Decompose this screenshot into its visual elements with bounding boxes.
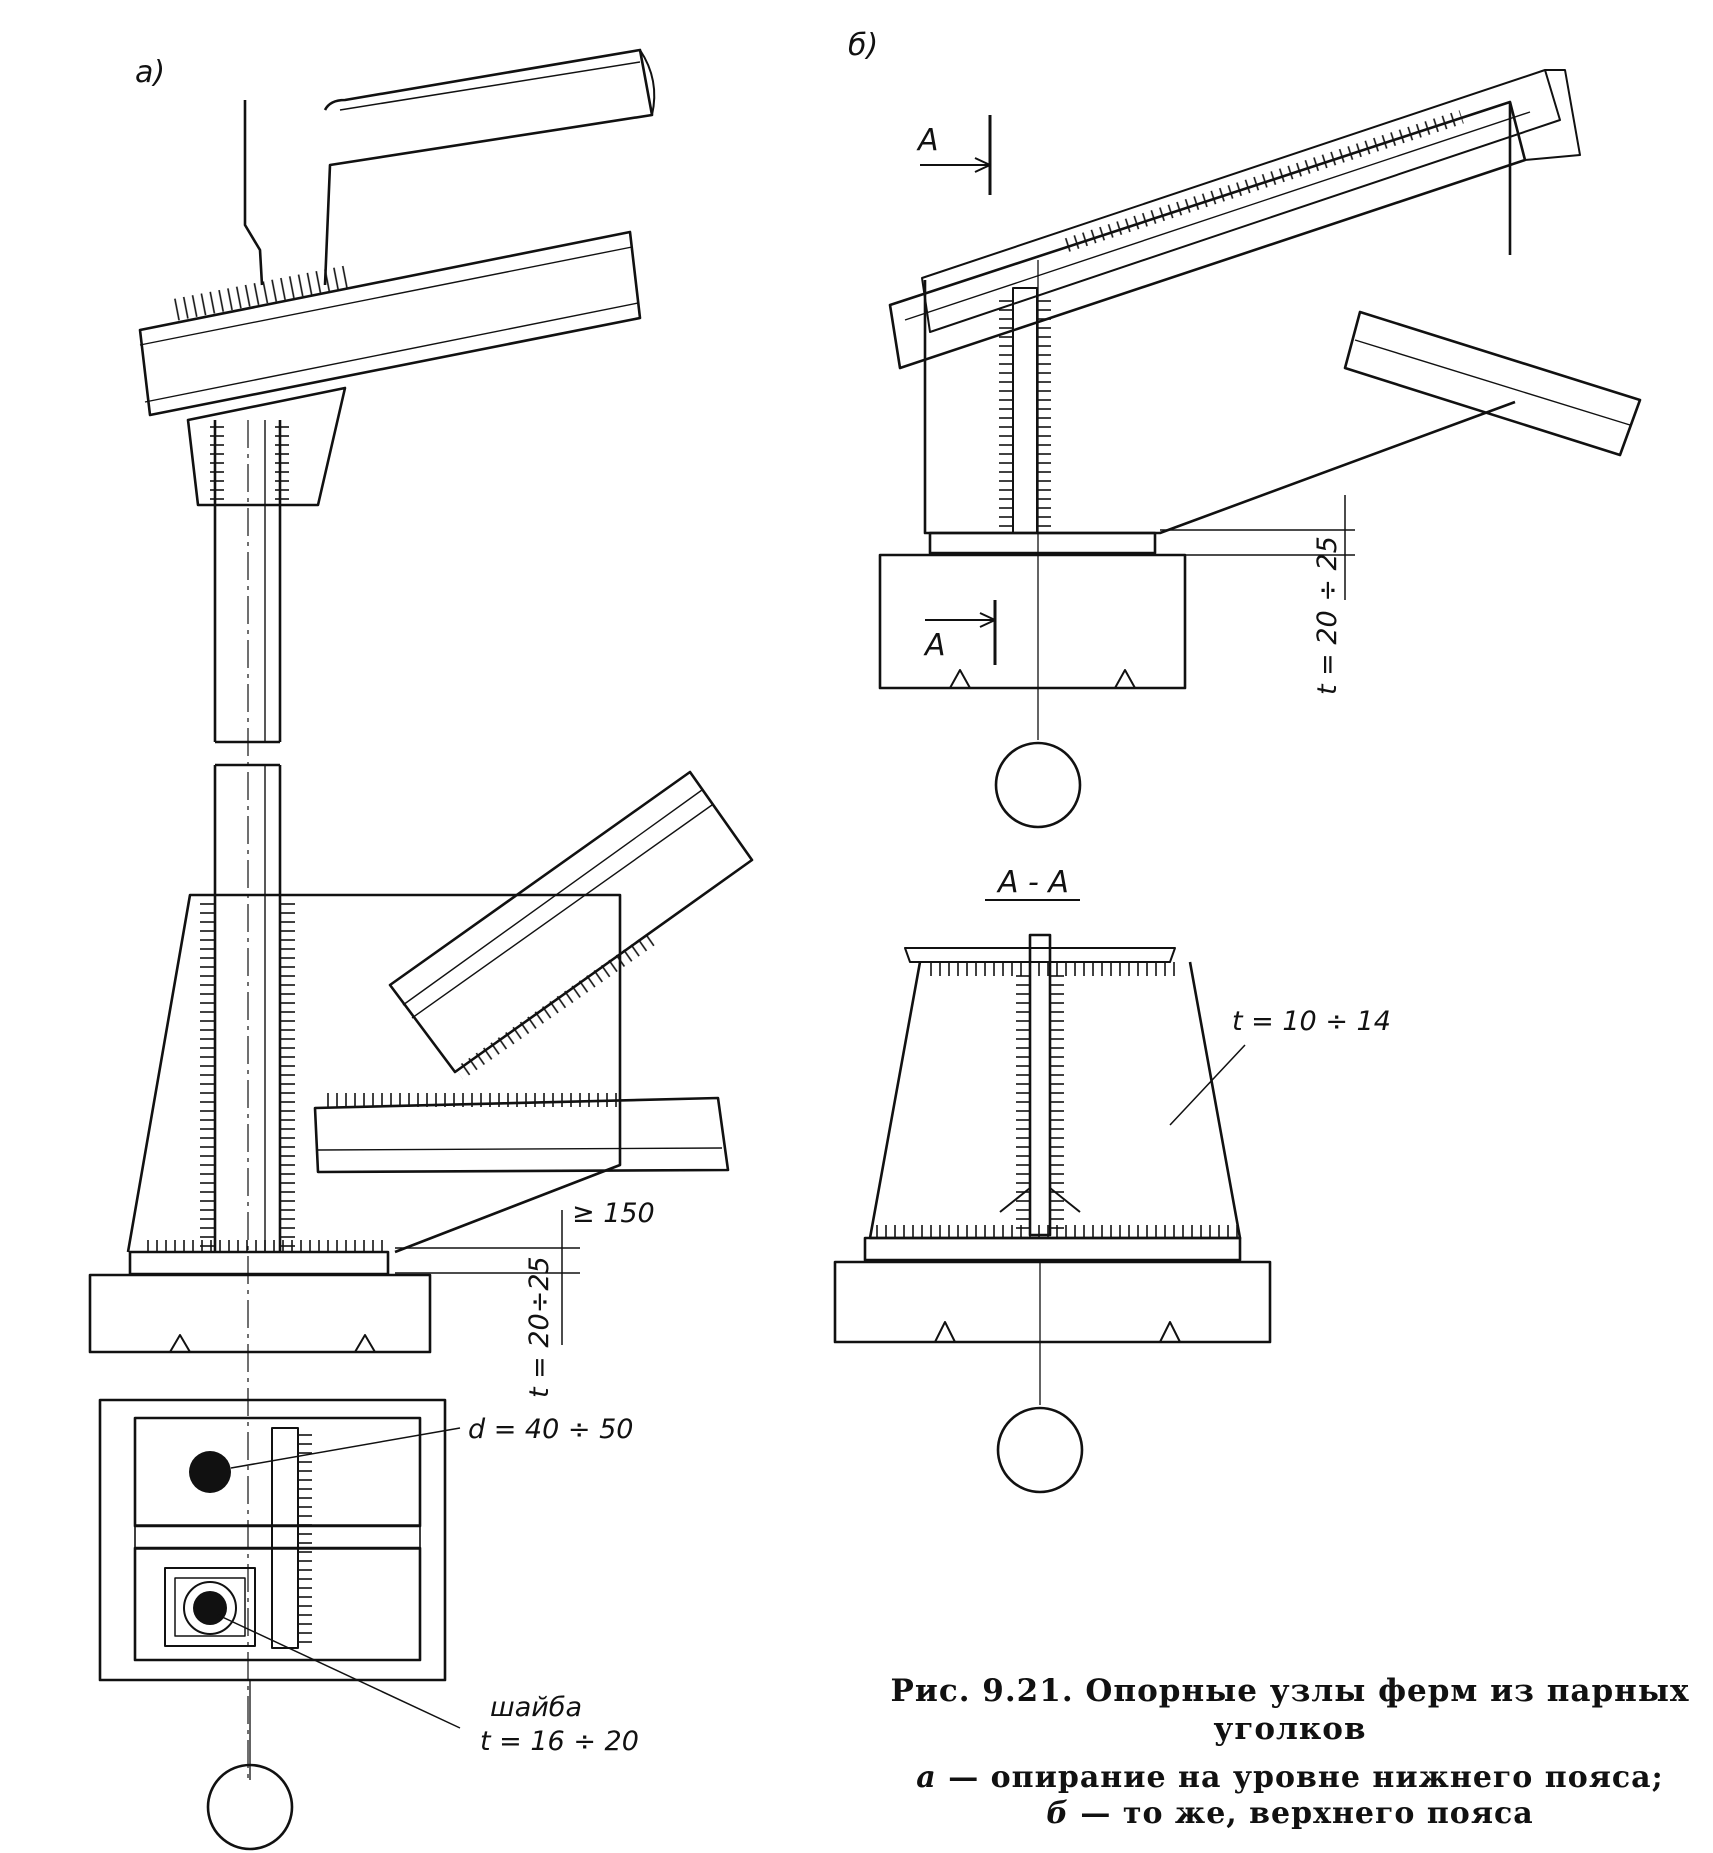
caption-title-line-1: Рис. 9.21. Опорные узлы ферм из парных — [890, 1673, 1690, 1709]
caption-title-line-2: уголков — [1213, 1711, 1367, 1747]
panel-a-column-circle — [206, 1763, 294, 1851]
section-aa-title: А - А — [996, 865, 1069, 900]
caption-legend-b: б — то же, верхнего пояса — [880, 1796, 1700, 1832]
panel-b-elevation — [878, 69, 1642, 829]
caption-legend-b-text: — то же, верхнего пояса — [1068, 1796, 1534, 1831]
panel-b-section-aa — [833, 899, 1272, 1494]
dim-a-bolt: d = 40 ÷ 50 — [468, 1414, 633, 1445]
panel-a-lower-node — [88, 763, 754, 1354]
caption-legend-a: а — опирание на уровне нижнего пояса; — [880, 1760, 1700, 1796]
caption-legend-a-text: — опирание на уровне нижнего пояса; — [936, 1760, 1664, 1795]
caption-legend: а — опирание на уровне нижнего пояса; б … — [880, 1760, 1700, 1832]
section-arrow-bottom-letter: А — [923, 628, 946, 663]
dim-aa-gusset: t = 10 ÷ 14 — [1232, 1006, 1391, 1037]
section-arrow-top-letter: А — [916, 123, 939, 158]
panel-a-label: а) — [135, 55, 165, 90]
caption-legend-b-key: б — [1046, 1796, 1069, 1831]
caption-legend-a-key: а — [916, 1760, 937, 1795]
panel-a-bolts — [183, 1427, 461, 1729]
panel-a-upper-node — [138, 48, 656, 744]
dim-a-plate: t = 20÷25 — [524, 1256, 555, 1398]
panel-a-plan-view — [98, 1398, 447, 1682]
figure-caption: Рис. 9.21. Опорные узлы ферм из парных у… — [880, 1672, 1700, 1832]
dim-a-gap: ≥ 150 — [572, 1198, 655, 1229]
dim-a-washer-name: шайба — [490, 1692, 582, 1723]
dim-b-plate: t = 20 ÷ 25 — [1312, 536, 1343, 695]
dim-a-washer-t: t = 16 ÷ 20 — [480, 1726, 639, 1757]
panel-b-label: б) — [848, 28, 878, 63]
